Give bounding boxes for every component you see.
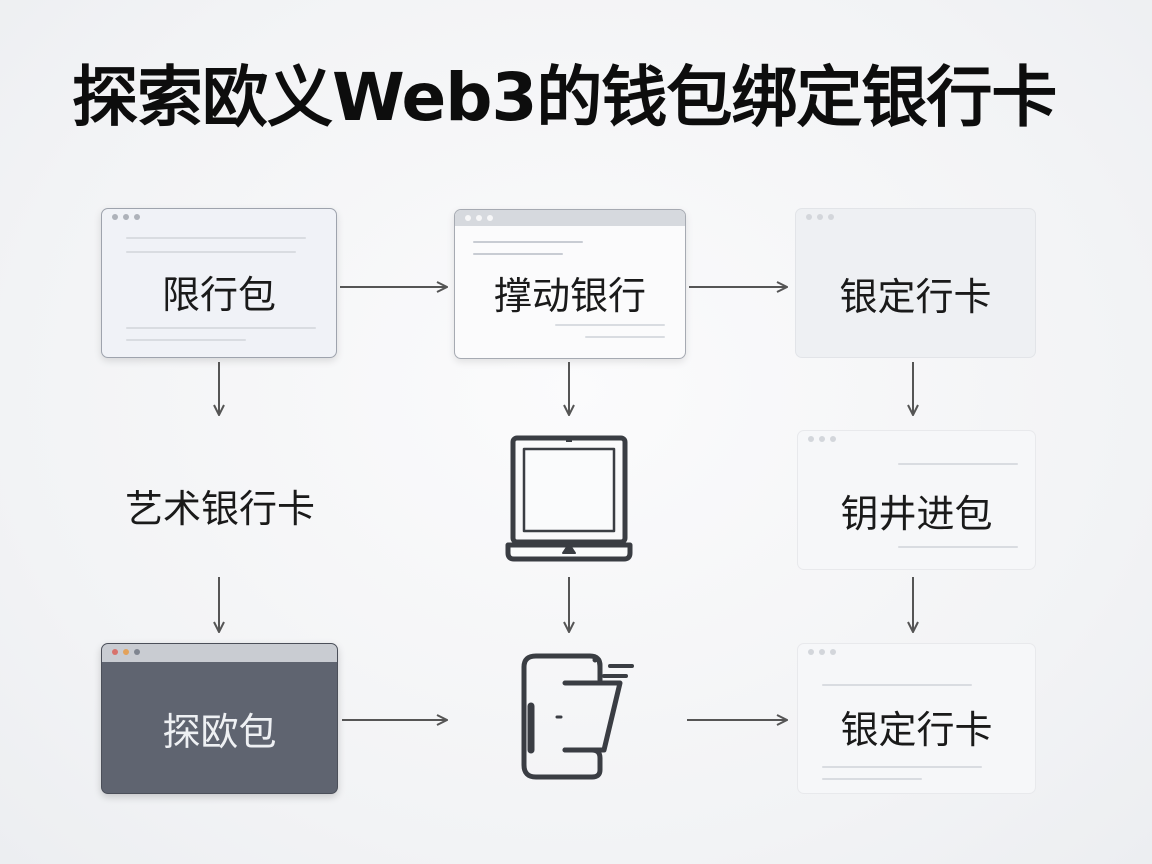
node-label-5: 钥井进包 <box>840 492 993 536</box>
page-title: 探索欧义Web3的钱包绑定银行卡 <box>72 59 1057 136</box>
window-dots <box>465 215 493 221</box>
phone-wallet-icon <box>521 653 634 780</box>
node-label-4: 艺术银行卡 <box>124 487 315 531</box>
window-dots <box>112 649 140 655</box>
node-label-3: 银定行卡 <box>839 275 992 319</box>
window-dots <box>112 214 140 220</box>
node-box-6: 探欧包 <box>101 643 338 794</box>
window-dots <box>806 214 834 220</box>
laptop-icon <box>505 435 633 562</box>
node-box-7: 银定行卡 <box>797 643 1036 794</box>
node-label-2: 撑动银行 <box>493 274 646 318</box>
node-label-6: 探欧包 <box>162 710 277 754</box>
node-label-1: 限行包 <box>161 273 276 317</box>
node-box-5: 钥井进包 <box>797 430 1036 570</box>
node-box-3: 银定行卡 <box>795 208 1036 358</box>
node-box-1: 限行包 <box>101 208 337 358</box>
node-label-7: 银定行卡 <box>840 708 993 752</box>
window-dots <box>808 436 836 442</box>
window-dots <box>808 649 836 655</box>
node-box-2: 撑动银行 <box>454 209 686 359</box>
